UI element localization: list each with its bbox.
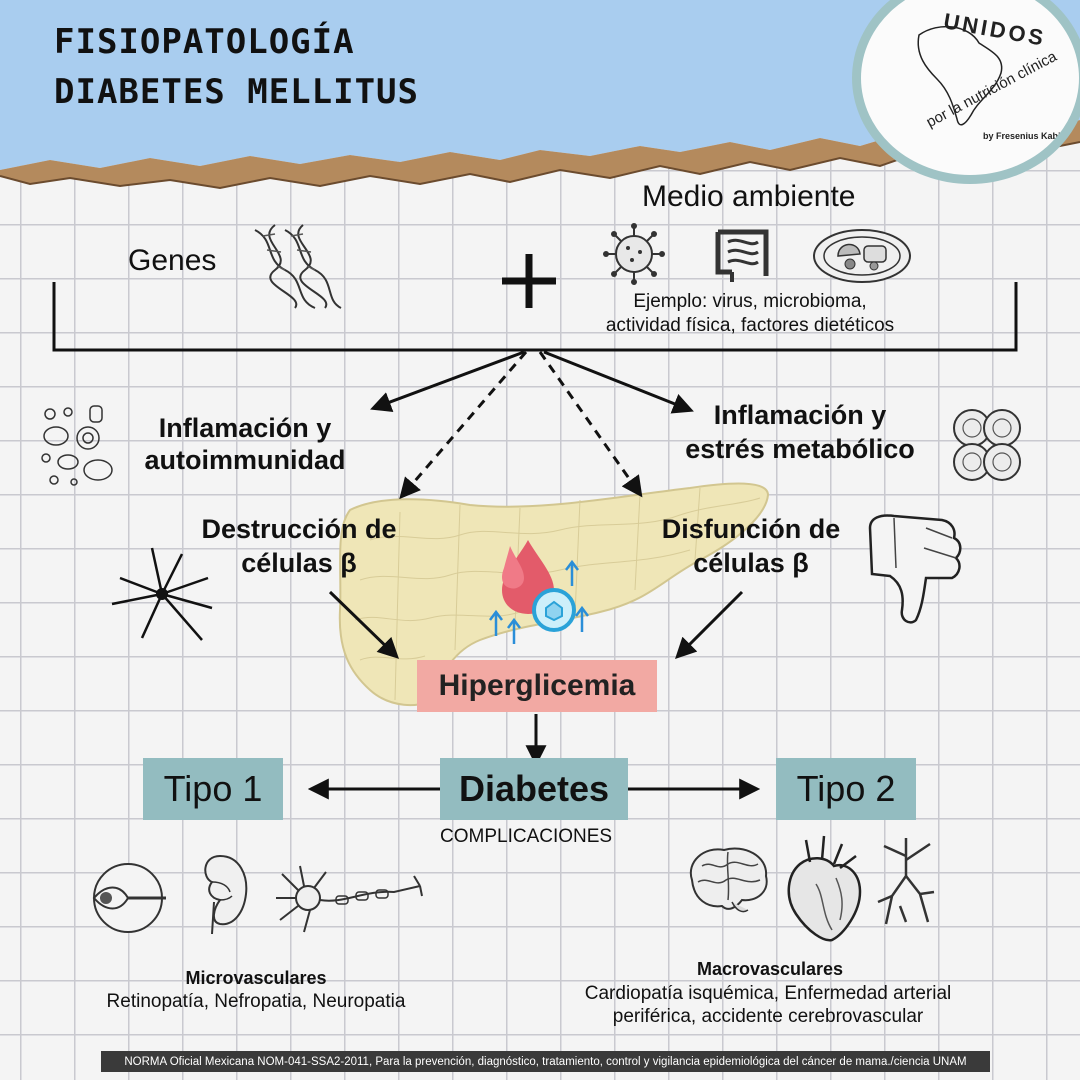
type-1-box: Tipo 1 [143, 758, 283, 820]
title-line-2: DIABETES MELLITUS [54, 72, 419, 112]
cell-destruction-line-2: células β [241, 548, 357, 578]
pathway-right-label: Inflamación y estrés metabólico [668, 398, 932, 466]
pathway-left-label: Inflamación y autoimmunidad [130, 412, 360, 476]
cell-dysfunction-line-2: células β [693, 548, 809, 578]
cells-icon [41, 405, 113, 486]
thumbs-down-icon [868, 514, 962, 624]
intestine-icon [715, 229, 769, 282]
diabetes-box: Diabetes [440, 758, 628, 820]
cell-dysfunction-line-1: Disfunción de [661, 514, 841, 544]
pathway-left-line-2: autoimmunidad [144, 445, 346, 475]
food-plate-icon [813, 229, 911, 283]
logo-byline: by Fresenius Kabi [983, 131, 1061, 141]
south-america-map-icon [917, 25, 1003, 126]
pathway-right-line-2: estrés metabólico [685, 434, 915, 464]
environment-label: Medio ambiente [642, 180, 856, 213]
glucose-icon [532, 588, 576, 632]
macro-line-1: Cardiopatía isquémica, Enfermedad arteri… [584, 983, 952, 1004]
artery-icon [877, 838, 935, 925]
pathway-left-line-1: Inflamación y [158, 413, 332, 443]
burst-icon [111, 547, 213, 641]
neuron-icon [276, 865, 423, 933]
genes-label: Genes [128, 244, 217, 277]
plus-icon [502, 254, 556, 308]
macro-line-2: periférica, accidente cerebrovascular [612, 1006, 924, 1027]
macro-items: Cardiopatía isquémica, Enfermedad arteri… [548, 982, 988, 1028]
cell-cluster-icon [953, 409, 1021, 481]
type-2-box: Tipo 2 [776, 758, 916, 820]
complications-label: COMPLICACIONES [440, 826, 613, 847]
cell-destruction-label: Destrucción de células β [186, 512, 412, 580]
eye-icon [92, 863, 166, 933]
title-line-1: FISIOPATOLOGÍA [54, 22, 355, 62]
macro-title: Macrovasculares [696, 959, 844, 979]
heart-icon [787, 835, 862, 942]
example-line-1: Ejemplo: virus, microbioma, [633, 291, 867, 312]
footer-reference: NORMA Oficial Mexicana NOM-041-SSA2-2011… [101, 1051, 990, 1072]
micro-items: Retinopatía, Nefropatia, Neuropatia [106, 991, 406, 1012]
virus-icon [603, 223, 665, 285]
environment-examples: Ejemplo: virus, microbioma, actividad fí… [590, 290, 910, 338]
example-line-2: actividad física, factores dietéticos [605, 315, 895, 336]
micro-title: Microvasculares [185, 968, 327, 988]
dna-icon [254, 224, 342, 309]
cell-dysfunction-label: Disfunción de células β [646, 512, 856, 580]
cell-destruction-line-1: Destrucción de [201, 514, 397, 544]
brain-icon [689, 847, 768, 913]
kidney-icon [204, 854, 248, 935]
hyperglycemia-box: Hiperglicemia [417, 660, 657, 712]
rising-arrows [489, 559, 589, 644]
pathway-right-line-1: Inflamación y [713, 400, 887, 430]
